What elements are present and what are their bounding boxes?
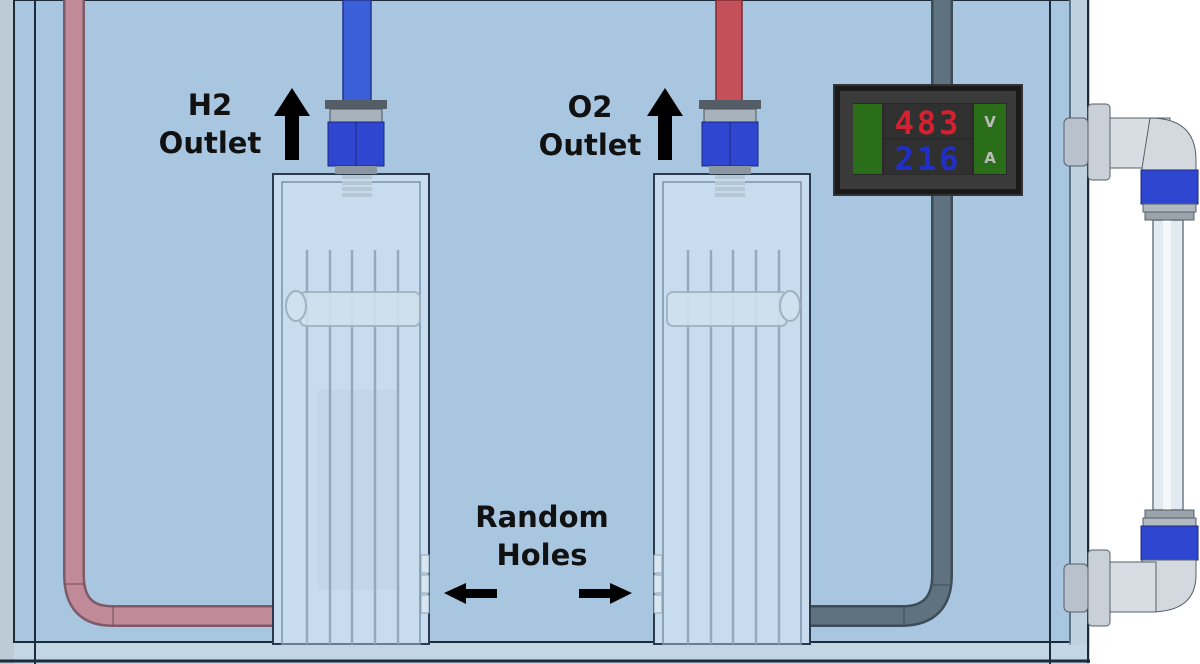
sight-tube-assembly: [1063, 103, 1199, 627]
o2-label-line1: O2: [567, 90, 613, 124]
random-holes-label: Random Holes: [452, 498, 632, 574]
o2-label-line2: Outlet: [538, 128, 642, 162]
h2-outlet-label: H2 Outlet: [150, 86, 270, 162]
volt-amp-meter: [833, 84, 1023, 196]
h2-label-line2: Outlet: [158, 126, 262, 160]
o2-outlet-tube: [715, 0, 743, 103]
current-unit: A: [984, 149, 996, 167]
right-return-tube-core: [790, 0, 951, 625]
o2-up-arrow-icon: [647, 88, 683, 160]
h2-cell: [272, 173, 430, 645]
voltage-unit: V: [984, 113, 996, 131]
meter-green-panel-left: [853, 104, 882, 174]
h2-outlet-fitting: [325, 100, 387, 174]
current-readout: 216: [895, 140, 962, 178]
h2-label-line1: H2: [187, 88, 233, 122]
h2-outlet-tube: [342, 0, 372, 103]
holes-label-line1: Random: [475, 500, 609, 534]
h2-up-arrow-icon: [274, 88, 310, 160]
o2-outlet-fitting: [699, 100, 761, 174]
right-arrow-icon: [579, 583, 632, 604]
o2-cell: [653, 173, 811, 645]
tank-left-wall-strip: [0, 0, 14, 664]
meter-green-panel-right: [974, 104, 1006, 174]
left-return-tube-core: [65, 0, 285, 625]
voltage-readout: 483: [895, 104, 962, 142]
o2-outlet-label: O2 Outlet: [530, 88, 650, 164]
left-arrow-icon: [444, 583, 497, 604]
holes-label-line2: Holes: [496, 538, 588, 572]
